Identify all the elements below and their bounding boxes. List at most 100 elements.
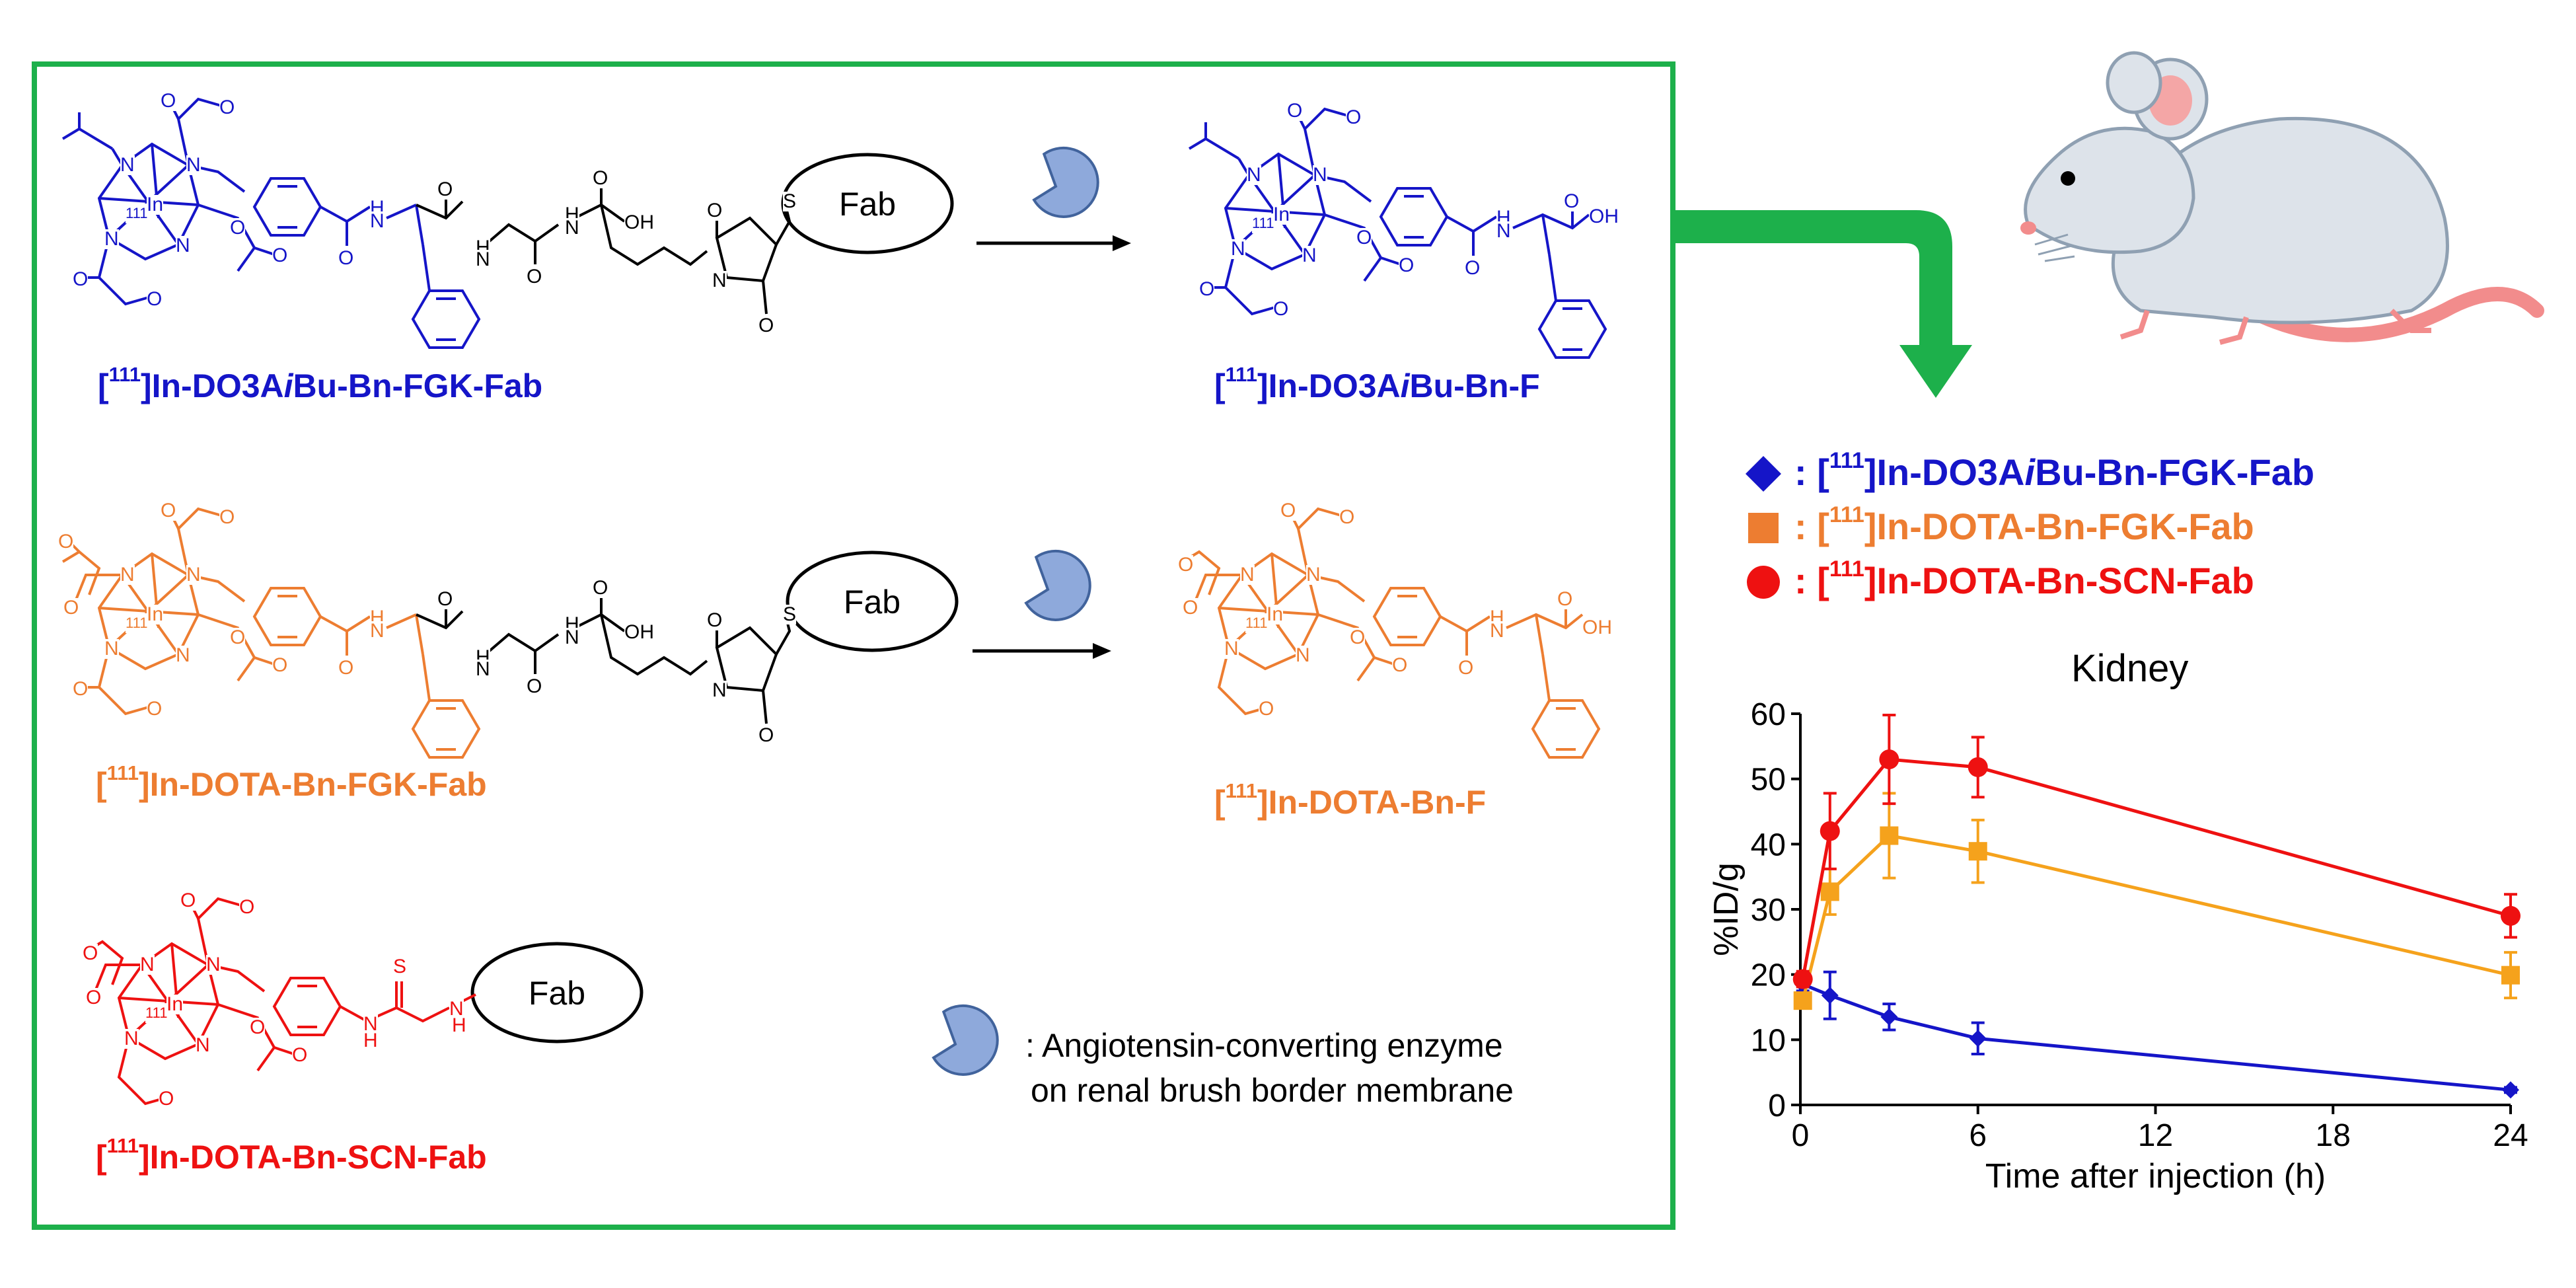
atom-label: N bbox=[363, 1013, 378, 1035]
fab-ellipse-2 bbox=[786, 550, 959, 652]
atom-label: O bbox=[219, 96, 235, 118]
structure-dota-fgk-fab bbox=[61, 507, 791, 759]
atom-label: N bbox=[449, 998, 464, 1020]
atom-label: O bbox=[1458, 657, 1474, 679]
atom-label: O bbox=[1183, 597, 1198, 619]
data-point-circle bbox=[1879, 749, 1899, 770]
atom-label: O bbox=[83, 942, 98, 964]
data-point-square bbox=[1793, 991, 1812, 1010]
x-tick-label: 18 bbox=[2316, 1118, 2351, 1153]
atom-label: O bbox=[593, 577, 608, 599]
atom-label: 111 bbox=[126, 204, 148, 223]
x-axis-label: Time after injection (h) bbox=[1985, 1157, 2326, 1195]
atom-label: N bbox=[370, 620, 385, 642]
data-point-circle bbox=[2501, 905, 2521, 926]
atom-label: In bbox=[147, 603, 164, 625]
atom-label: O bbox=[758, 315, 774, 336]
atom-label: S bbox=[393, 956, 407, 977]
atom-label: O bbox=[437, 588, 453, 610]
structure-dota-scn-fab bbox=[85, 897, 476, 1106]
fab-label-2: Fab bbox=[843, 584, 901, 621]
atom-label: N bbox=[1313, 164, 1327, 186]
atom-label: O bbox=[239, 896, 255, 918]
atom-label: H bbox=[363, 1030, 378, 1051]
atom-label: OH bbox=[1582, 617, 1612, 638]
atom-label: N bbox=[196, 1034, 210, 1056]
enzyme-note-line-2: on renal brush border membrane bbox=[1031, 1072, 1514, 1109]
x-tick-label: 12 bbox=[2138, 1118, 2173, 1153]
atom-label: O bbox=[1350, 626, 1366, 648]
legend-square-icon bbox=[1748, 513, 1779, 543]
atom-label: N bbox=[176, 644, 190, 666]
data-point-circle bbox=[1968, 757, 1988, 777]
atom-label: N bbox=[120, 154, 135, 176]
atom-label: O bbox=[272, 245, 288, 266]
legend-circle-icon bbox=[1747, 566, 1780, 599]
atom-label: O bbox=[73, 678, 89, 700]
y-tick-label: 0 bbox=[1768, 1088, 1786, 1123]
atom-label: O bbox=[180, 890, 196, 911]
atom-label: O bbox=[1259, 698, 1274, 720]
atom-label: 111 bbox=[1245, 613, 1268, 633]
compound-label-5: [111]In-DOTA-Bn-SCN-Fab bbox=[96, 1134, 487, 1176]
atom-label: O bbox=[527, 266, 542, 287]
atom-label: O bbox=[161, 500, 176, 521]
atom-label: S bbox=[783, 190, 797, 212]
atom-label: O bbox=[707, 200, 723, 221]
x-tick-label: 24 bbox=[2493, 1118, 2528, 1153]
atom-label: O bbox=[58, 531, 74, 552]
atom-label: O bbox=[338, 657, 354, 679]
atom-label: O bbox=[250, 1016, 266, 1038]
structure-dota-bn-f bbox=[1181, 507, 1601, 759]
data-point-diamond bbox=[2502, 1081, 2519, 1099]
data-point-square bbox=[2501, 966, 2520, 985]
enzyme-icon-legend bbox=[932, 1004, 999, 1076]
y-tick-label: 60 bbox=[1751, 697, 1786, 732]
atom-label: N bbox=[476, 658, 490, 680]
x-tick-label: 6 bbox=[1969, 1118, 1987, 1153]
atom-label: O bbox=[147, 698, 163, 720]
atom-label: O bbox=[1465, 257, 1481, 279]
atom-label: O bbox=[63, 597, 79, 619]
atom-label: H bbox=[452, 1014, 466, 1036]
atom-label: N bbox=[1496, 220, 1511, 242]
structure-do3aibu-fgk-fab bbox=[61, 97, 797, 349]
enzyme-icon-2 bbox=[1024, 549, 1091, 621]
fab-ellipse-3 bbox=[470, 942, 644, 1043]
atom-label: N bbox=[1296, 644, 1310, 666]
atom-label: N bbox=[565, 626, 579, 648]
fab-label-1: Fab bbox=[838, 186, 897, 223]
atom-label: N bbox=[1490, 620, 1504, 642]
reaction-arrow-2 bbox=[973, 643, 1111, 659]
atom-label: 111 bbox=[1252, 213, 1274, 233]
atom-label: O bbox=[1287, 100, 1303, 122]
enzyme-note: : Angiotensin-converting enzyme on renal… bbox=[1025, 1023, 1514, 1113]
atom-label: O bbox=[161, 90, 176, 112]
atom-label: O bbox=[338, 247, 354, 269]
data-point-circle bbox=[1820, 821, 1840, 841]
atom-label: O bbox=[758, 724, 774, 746]
atom-label: O bbox=[1392, 654, 1408, 676]
data-point-diamond bbox=[1880, 1008, 1898, 1026]
atom-label: O bbox=[159, 1088, 174, 1110]
atom-label: O bbox=[1564, 190, 1580, 212]
atom-label: O bbox=[292, 1044, 308, 1066]
compound-label-4: [111]In-DOTA-Bn-F bbox=[1214, 779, 1487, 821]
structure-do3aibu-bn-f bbox=[1188, 107, 1607, 359]
atom-label: O bbox=[1339, 506, 1355, 528]
atom-label: O bbox=[73, 268, 89, 290]
atom-label: O bbox=[527, 675, 542, 697]
atom-label: O bbox=[230, 626, 246, 648]
atom-label: N bbox=[712, 679, 727, 701]
atom-label: O bbox=[707, 609, 723, 631]
compound-frame bbox=[32, 61, 1675, 1230]
y-tick-label: 50 bbox=[1751, 763, 1786, 798]
atom-label: In bbox=[1273, 204, 1290, 225]
atom-label: OH bbox=[1589, 206, 1619, 227]
atom-label: O bbox=[1346, 106, 1362, 128]
data-point-circle bbox=[1792, 969, 1813, 989]
data-point-square bbox=[1820, 882, 1839, 901]
chart-title: Kidney bbox=[2071, 647, 2189, 690]
